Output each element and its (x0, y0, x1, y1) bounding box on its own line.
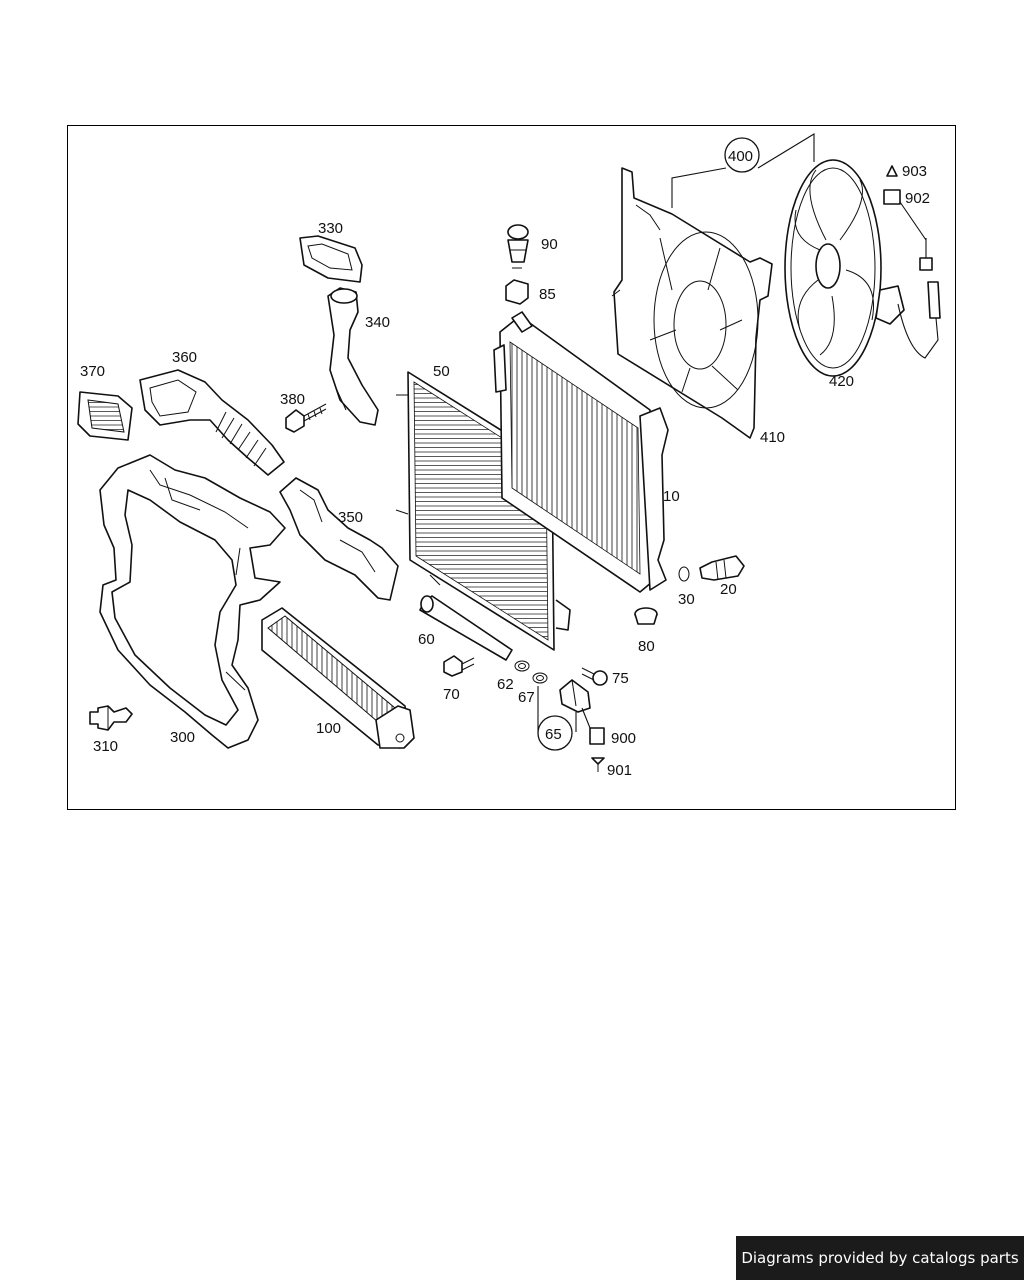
attribution-banner: Diagrams provided by catalogs parts (736, 1236, 1024, 1280)
part-100-intercooler (261, 607, 415, 749)
callout-300: 300 (170, 729, 195, 746)
part-70-bolt (443, 655, 475, 677)
part-903-terminal (886, 165, 898, 177)
callout-20: 20 (720, 581, 737, 598)
callout-90: 90 (541, 236, 558, 253)
parts-diagram-frame (67, 125, 956, 810)
callout-400: 400 (728, 148, 753, 165)
part-330-air-duct (299, 235, 363, 283)
part-380-screw (285, 403, 327, 433)
callout-60: 60 (418, 631, 435, 648)
part-340-air-pipe (327, 287, 379, 426)
callout-circle-400 (724, 137, 760, 173)
callout-10: 10 (663, 488, 680, 505)
callout-75: 75 (612, 670, 629, 687)
callout-340: 340 (365, 314, 390, 331)
callout-380: 380 (280, 391, 305, 408)
callout-50: 50 (433, 363, 450, 380)
part-900-connector (589, 727, 605, 745)
callout-80: 80 (638, 638, 655, 655)
callout-420: 420 (829, 373, 854, 390)
part-30-washer (678, 566, 690, 582)
part-420-electric-fan (784, 159, 941, 377)
callout-62: 62 (497, 676, 514, 693)
leader-lines (537, 133, 927, 733)
callout-310: 310 (93, 738, 118, 755)
part-60-receiver-drier (419, 595, 513, 661)
part-350-air-guide (279, 477, 399, 601)
callout-70: 70 (443, 686, 460, 703)
part-62-seal-ring (514, 660, 530, 672)
part-67-seal-ring (532, 672, 548, 684)
callout-65: 65 (545, 726, 562, 743)
part-300-radiator-support-frame (99, 454, 286, 749)
callout-900: 900 (611, 730, 636, 747)
part-75-screw (581, 667, 608, 686)
callout-370: 370 (80, 363, 105, 380)
part-370-inlet-grille (77, 391, 133, 441)
callout-100: 100 (316, 720, 341, 737)
part-10-radiator (493, 311, 669, 593)
part-902-connector (883, 189, 901, 205)
part-90-clip (507, 224, 529, 269)
callout-901: 901 (607, 762, 632, 779)
part-901-connector-pin (591, 757, 605, 772)
callout-circle-65 (537, 715, 573, 751)
callout-330: 330 (318, 220, 343, 237)
attribution-text: Diagrams provided by catalogs parts (741, 1249, 1019, 1267)
callout-410: 410 (760, 429, 785, 446)
part-410-fan-shroud (611, 167, 773, 439)
part-65-pressure-sensor (559, 679, 591, 713)
callout-360: 360 (172, 349, 197, 366)
part-360-intake-hose (139, 369, 285, 476)
callout-350: 350 (338, 509, 363, 526)
part-85-rubber-mount (505, 279, 529, 305)
callout-30: 30 (678, 591, 695, 608)
part-20-drain-plug (699, 555, 745, 581)
callout-903: 903 (902, 163, 927, 180)
callout-67: 67 (518, 689, 535, 706)
callout-85: 85 (539, 286, 556, 303)
part-80-cap (634, 607, 658, 625)
part-310-clip (89, 705, 133, 731)
callout-902: 902 (905, 190, 930, 207)
